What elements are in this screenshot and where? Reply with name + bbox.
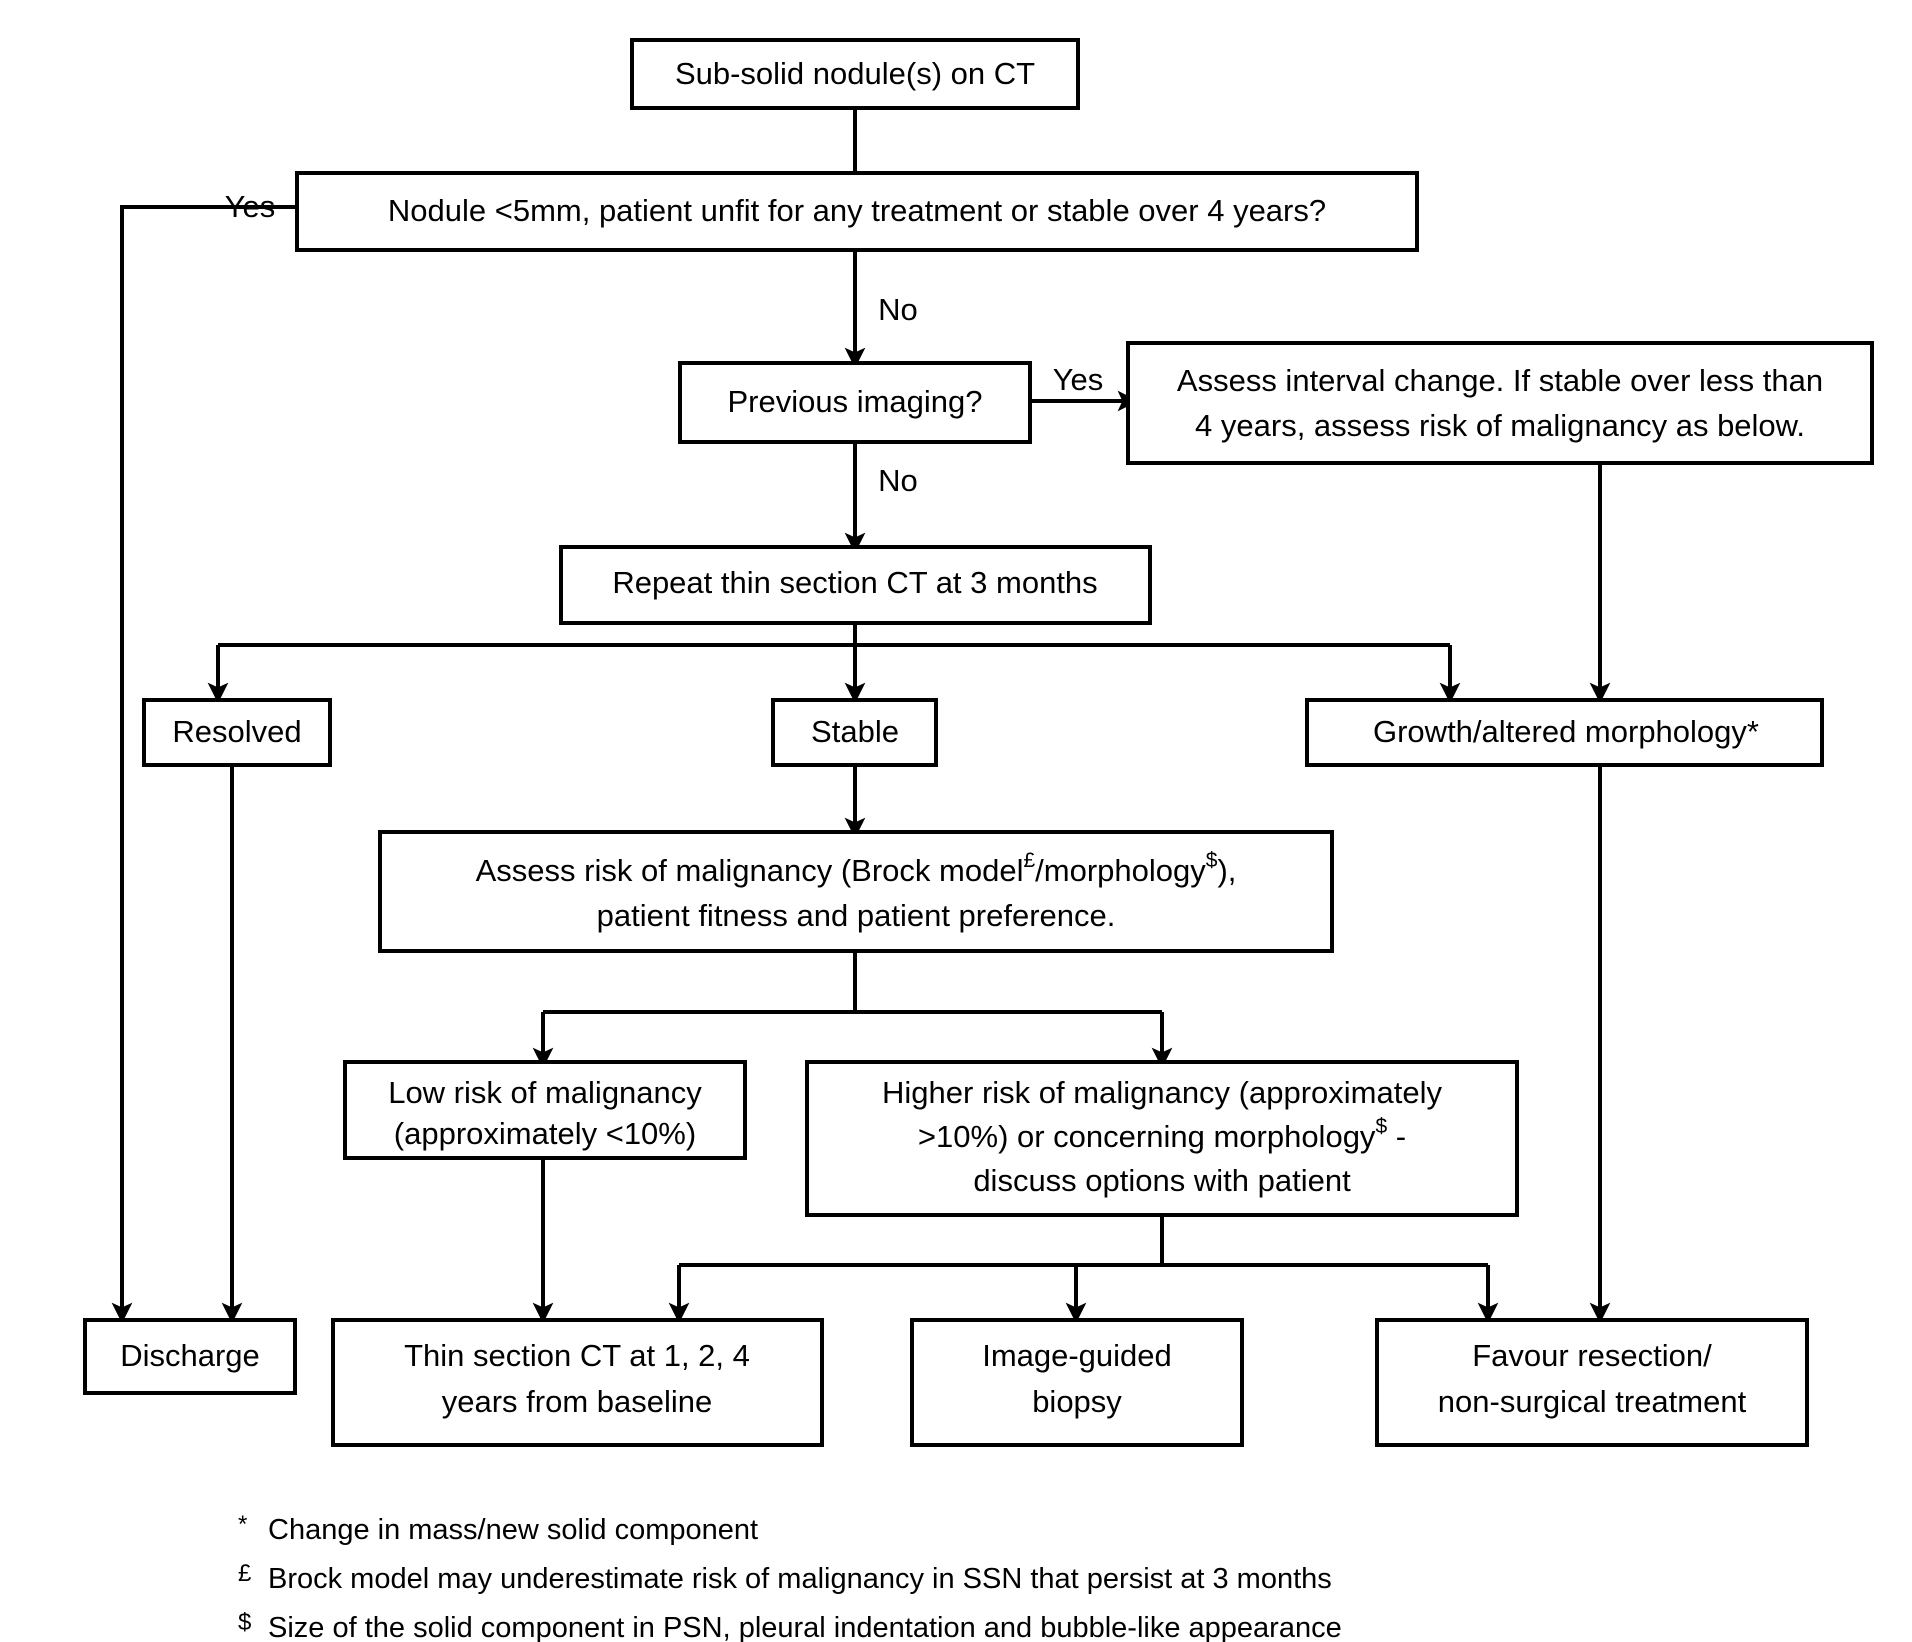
node-surveillance-line2: years from baseline [442,1384,713,1419]
node-repeat-ct[interactable]: Repeat thin section CT at 3 months [559,545,1152,625]
node-assess-interval-line2: 4 years, assess risk of malignancy as be… [1195,408,1805,443]
node-stable[interactable]: Stable [771,698,938,767]
node-assess-interval[interactable]: Assess interval change. If stable over l… [1126,341,1874,465]
node-low-risk[interactable]: Low risk of malignancy (approximately <1… [343,1060,747,1160]
node-decision-unfit[interactable]: Nodule <5mm, patient unfit for any treat… [295,171,1419,252]
higher-risk-sup-dollar: $ [1375,1115,1387,1138]
node-repeat-ct-label: Repeat thin section CT at 3 months [612,565,1097,600]
footnote-marker-2: $ [238,1609,251,1636]
footnote-text-0: Change in mass/new solid component [268,1514,758,1546]
node-stable-label: Stable [811,714,899,749]
edge-label-unfit-no: No [878,292,918,327]
node-biopsy[interactable]: Image-guided biopsy [910,1318,1244,1447]
node-discharge-label: Discharge [120,1338,260,1373]
assess-risk-text-c: ), [1217,853,1236,888]
node-resolved-label: Resolved [172,714,301,749]
node-low-risk-line1: Low risk of malignancy [388,1075,702,1110]
node-resection[interactable]: Favour resection/ non-surgical treatment [1375,1318,1809,1447]
node-higher-risk[interactable]: Higher risk of malignancy (approximately… [805,1060,1519,1217]
node-biopsy-line2: biopsy [1032,1384,1122,1419]
node-assess-risk[interactable]: Assess risk of malignancy (Brock model£/… [378,830,1334,953]
node-discharge[interactable]: Discharge [83,1318,297,1395]
node-start-label: Sub-solid nodule(s) on CT [675,56,1035,91]
node-higher-risk-line3: discuss options with patient [973,1163,1351,1198]
node-decision-unfit-label: Nodule <5mm, patient unfit for any treat… [388,193,1326,228]
assess-risk-text-b: /morphology [1035,853,1206,888]
node-resolved[interactable]: Resolved [142,698,332,767]
node-surveillance[interactable]: Thin section CT at 1, 2, 4 years from ba… [331,1318,824,1447]
edge-label-unfit-yes: Yes [225,189,276,224]
node-surveillance-line1: Thin section CT at 1, 2, 4 [404,1338,750,1373]
footnote-text-1: Brock model may underestimate risk of ma… [268,1563,1332,1595]
assess-risk-text-a: Assess risk of malignancy (Brock model [476,853,1024,888]
node-higher-risk-line2: >10%) or concerning morphology$ - [918,1115,1406,1154]
node-decision-previous-imaging[interactable]: Previous imaging? [678,361,1032,444]
node-growth[interactable]: Growth/altered morphology* [1305,698,1824,767]
edge-label-previous-imaging-yes: Yes [1053,362,1104,397]
node-decision-previous-imaging-label: Previous imaging? [727,384,982,419]
node-assess-risk-line1: Assess risk of malignancy (Brock model£/… [476,849,1237,888]
footnote-text-2: Size of the solid component in PSN, pleu… [268,1612,1342,1642]
footnotes: * Change in mass/new solid component £ B… [238,1511,1342,1642]
node-assess-interval-line1: Assess interval change. If stable over l… [1177,363,1823,398]
footnote-marker-1: £ [238,1560,251,1587]
node-resection-line1: Favour resection/ [1472,1338,1712,1373]
edge-unfit-yes-to-discharge [111,205,297,1324]
higher-risk-text-a: >10%) or concerning morphology [918,1119,1376,1154]
node-growth-label: Growth/altered morphology* [1373,714,1759,749]
node-low-risk-line2: (approximately <10%) [394,1116,696,1151]
node-start[interactable]: Sub-solid nodule(s) on CT [630,38,1080,110]
node-biopsy-line1: Image-guided [982,1338,1172,1373]
node-resection-line2: non-surgical treatment [1438,1384,1747,1419]
node-higher-risk-line1: Higher risk of malignancy (approximately [882,1075,1442,1110]
edge-label-previous-imaging-no: No [878,463,918,498]
assess-risk-sup-pound: £ [1023,849,1035,872]
footnote-marker-0: * [238,1511,247,1538]
assess-risk-sup-dollar: $ [1206,849,1218,872]
node-assess-risk-line2: patient fitness and patient preference. [597,898,1116,933]
higher-risk-text-b: - [1387,1119,1406,1154]
